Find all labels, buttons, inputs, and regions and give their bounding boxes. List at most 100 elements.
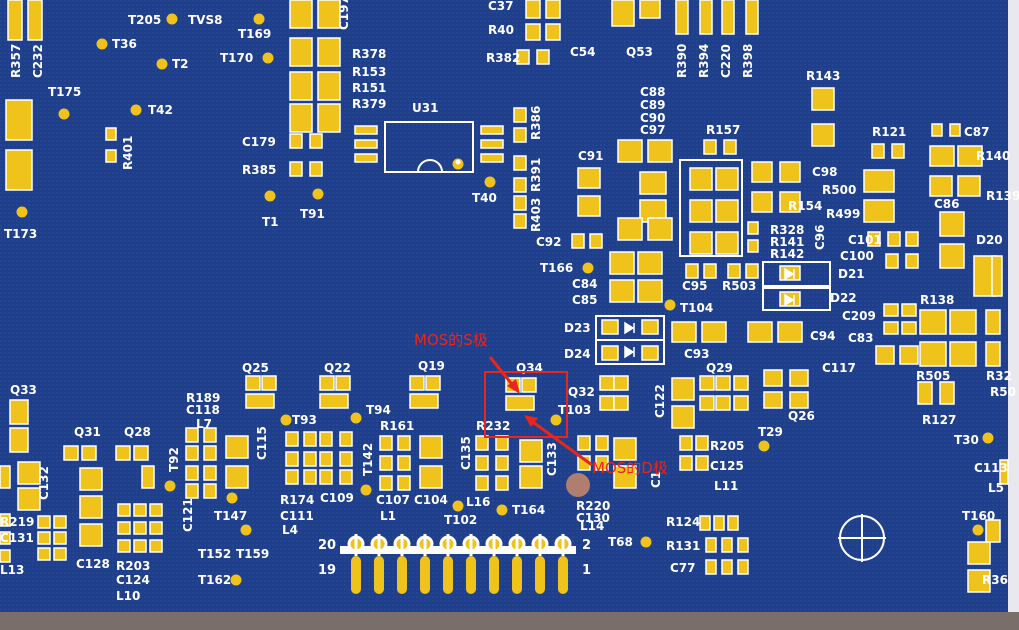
copper-pad [571,233,585,249]
silk-label: D24 [564,347,591,361]
silk-label: R153 [352,65,386,79]
silk-label: T170 [220,51,253,65]
copper-pad [595,455,609,471]
silk-label: R500 [822,183,856,197]
silk-label: R378 [352,47,386,61]
silk-label: Q31 [74,425,101,439]
test-point [58,108,70,120]
copper-pad [949,309,977,335]
silk-label: C97 [640,123,666,137]
silk-label: C95 [682,279,708,293]
copper-pad [17,487,41,511]
copper-pad [613,437,637,461]
copper-pad [203,445,217,461]
copper-pad [505,395,535,411]
copper-pad [105,149,117,163]
copper-pad [999,459,1009,485]
copper-pad [967,541,991,565]
silk-label: R328 [770,223,804,237]
silk-label: R139 [986,189,1019,203]
silk-label: C37 [488,0,514,13]
copper-pad [721,0,735,35]
copper-pad [317,0,341,29]
copper-pad [285,451,299,467]
connector-pin-bottom [466,556,476,594]
cursor-highlight [566,473,590,497]
silk-label: L7 [196,417,212,431]
silk-label: T102 [444,513,477,527]
copper-pad [919,309,947,335]
silk-label: R138 [920,293,954,307]
source-annotation: MOS的S极 [414,331,488,349]
copper-pad [609,251,635,275]
copper-pads [0,0,1009,593]
copper-pad [0,549,11,563]
silk-label: C88 [640,85,666,99]
copper-pad [0,465,11,489]
copper-pad [9,427,29,453]
silk-label: R505 [916,369,950,383]
test-point [240,524,252,536]
copper-pad [5,99,33,141]
silk-label: C111 [280,509,314,523]
copper-pad [703,263,717,279]
copper-pad [536,49,550,65]
silk-label: D20 [976,233,1003,247]
copper-pad [117,521,131,535]
copper-pad [699,395,715,411]
silk-label: Q19 [418,359,445,373]
copper-pad [689,231,713,255]
copper-pad [637,279,663,303]
silk-label: C54 [570,45,596,59]
silk-label: D23 [564,321,591,335]
copper-pad [285,469,299,485]
silk-label: C104 [414,493,448,507]
copper-pad [317,103,341,133]
copper-pad [647,139,673,163]
silk-label: C96 [813,224,827,250]
silk-label: T94 [366,403,391,417]
copper-pad [516,49,530,65]
copper-pad [513,107,527,123]
silk-label: R357 [9,44,23,78]
copper-pad [513,195,527,211]
copper-pad [480,125,504,135]
connector-body [340,546,576,554]
copper-pad [397,455,411,471]
silk-label: C122 [653,384,667,418]
diode-symbol [784,293,795,307]
copper-pad [671,321,697,343]
silk-label: D22 [830,291,857,305]
copper-pad [475,455,489,471]
copper-pad [397,475,411,491]
copper-pad [480,153,504,163]
copper-pad [303,469,317,485]
silk-label: T42 [148,103,173,117]
silk-label: C117 [822,361,856,375]
copper-pad [245,375,261,391]
copper-pad [495,475,509,491]
diode-symbol [624,345,635,359]
silk-label: R391 [529,158,543,192]
copper-pad [751,191,773,213]
silk-label: Q26 [788,409,815,423]
copper-pad [117,503,131,517]
copper-pad [319,469,333,485]
copper-pad [967,569,991,593]
silk-label: C220 [719,44,733,78]
copper-pad [949,123,961,137]
silk-label: T29 [758,425,783,439]
silk-label: L10 [116,589,140,603]
board-substrate [0,0,1008,612]
silk-label: C113 [974,461,1008,475]
copper-pad [705,537,717,553]
silk-label: C124 [116,573,150,587]
copper-pad [425,375,441,391]
silk-label: C85 [572,293,598,307]
silk-label: R205 [710,439,744,453]
copper-pad [985,519,1001,543]
copper-pad [671,377,695,401]
silk-label: R32 [986,369,1012,383]
